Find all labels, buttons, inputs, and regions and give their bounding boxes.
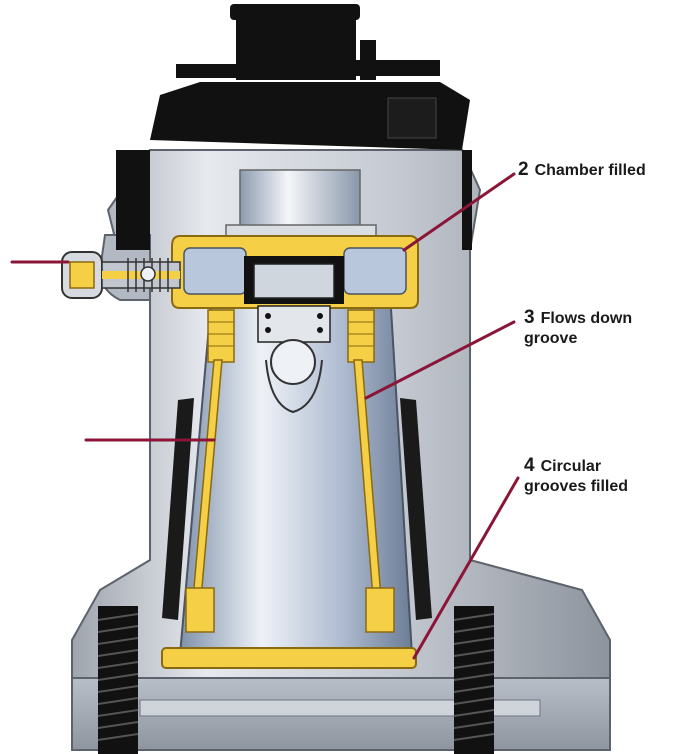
- callout-number: 2: [518, 159, 529, 180]
- ball-seat: [265, 359, 323, 414]
- right-feed-fitting: [347, 309, 375, 363]
- callout-label: Chamber filled: [534, 162, 646, 179]
- top-cap: [116, 4, 472, 250]
- chamber-inner-right: [343, 247, 407, 295]
- callout-label-line2: grooves filled: [524, 478, 629, 495]
- callout-number: 3: [524, 307, 535, 328]
- ball-icon: [270, 339, 316, 385]
- leader-3: [364, 320, 516, 400]
- left-recess: [162, 398, 194, 620]
- bearing-housing: [257, 305, 331, 343]
- grease-fitting: [61, 251, 181, 299]
- right-recess: [400, 398, 432, 620]
- right-bolt: [453, 606, 495, 754]
- leader-lines: [10, 172, 520, 660]
- circular-groove: [161, 647, 417, 669]
- leader-2: [402, 172, 516, 252]
- right-groove-end: [365, 587, 395, 633]
- chamber-inner-left: [183, 247, 247, 295]
- left-groove-end: [185, 587, 215, 633]
- callout-label: Circular: [540, 458, 602, 475]
- callout-number: 4: [524, 455, 535, 476]
- callout-label: Flows down: [540, 310, 633, 327]
- bearing-race: [253, 263, 335, 299]
- left-feed-fitting: [207, 309, 235, 363]
- callout-flows-down-groove: 3 Flows down groove: [524, 308, 632, 349]
- callout-label-line2: groove: [524, 330, 578, 347]
- bearing-balls: [265, 313, 323, 333]
- base-channel: [139, 699, 541, 717]
- callout-circular-grooves-filled: 4 Circular grooves filled: [524, 456, 628, 497]
- callout-chamber-filled: 2 Chamber filled: [518, 160, 646, 181]
- leader-4: [412, 476, 520, 660]
- left-bolt: [97, 606, 139, 754]
